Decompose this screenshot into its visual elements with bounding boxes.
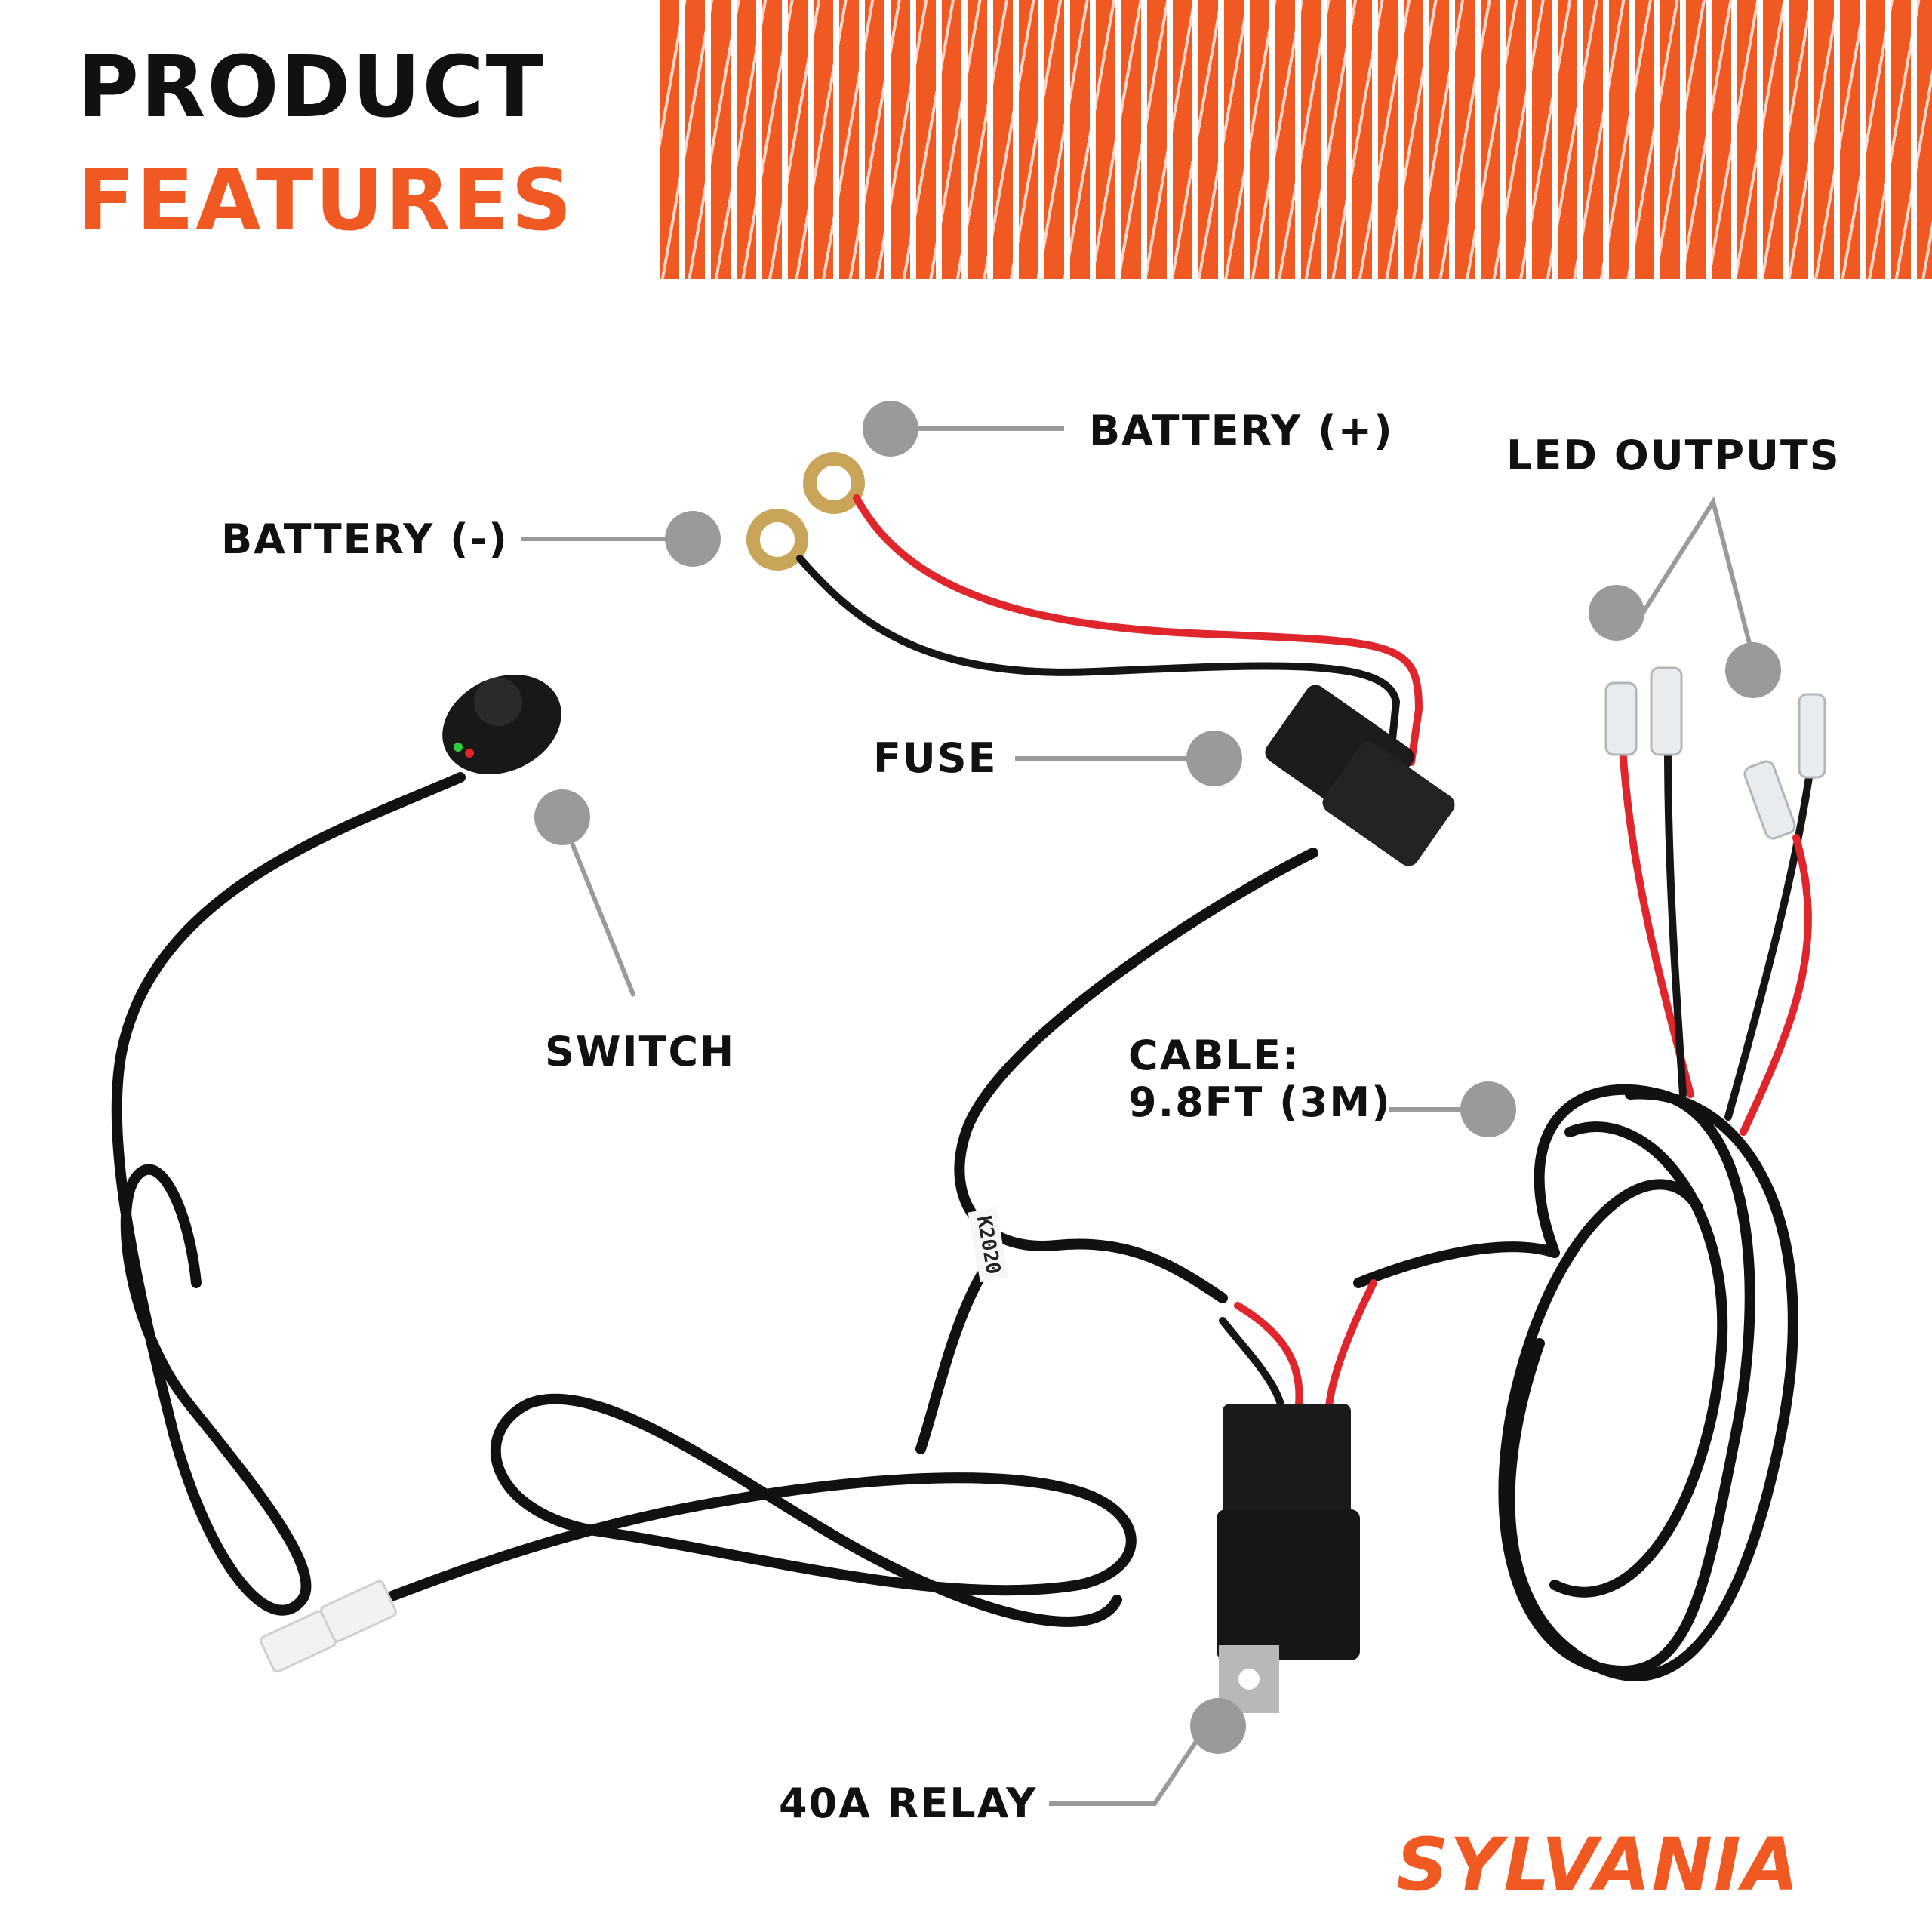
battery-negative-ring-terminal (746, 509, 808, 571)
switch-led-red (465, 749, 474, 758)
cable-label-line2: 9.8FT (3M) (1128, 1078, 1392, 1127)
cable-label: CABLE: 9.8FT (3M) (1128, 1032, 1392, 1126)
output-cable-coil-b (1504, 1088, 1798, 1681)
battery-negative-label: BATTERY (-) (221, 515, 509, 563)
relay-mounting-hole (1238, 1669, 1260, 1690)
switch-connector-female (320, 1580, 397, 1643)
led-terminal-1 (1604, 681, 1638, 756)
output-cable-coil-c (1549, 1121, 1728, 1598)
switch-led-green (454, 743, 463, 752)
battery-positive-label: BATTERY (+) (1089, 407, 1394, 454)
relay-lead-red (1234, 1302, 1303, 1415)
led-output-red-2 (1740, 834, 1812, 1136)
switch-leader (568, 836, 636, 998)
switch-cable (111, 772, 466, 1616)
battery-positive-wire (853, 494, 1423, 766)
relay-leader (1049, 1723, 1210, 1806)
relay-label: 40A RELAY (779, 1780, 1038, 1827)
led-outputs-leader (1639, 496, 1753, 650)
led-output-black-2 (1724, 758, 1815, 1121)
led-terminal-4 (1798, 693, 1826, 779)
cable-label-line1: CABLE: (1128, 1032, 1300, 1079)
headline-features: FEATURES (77, 152, 574, 250)
led-output-callout-dot-2 (1725, 642, 1781, 698)
led-terminal-2 (1650, 666, 1683, 756)
led-outputs-label: LED OUTPUTS (1506, 432, 1841, 479)
battery-negative-wire (796, 555, 1401, 743)
led-terminal-3 (1743, 760, 1796, 840)
sylvania-logo: SYLVANIA (1396, 1823, 1801, 1907)
cable-callout-dot (1460, 1081, 1516, 1137)
fuse-callout-dot (1186, 731, 1242, 786)
relay-to-output-cable (1353, 1241, 1560, 1288)
relay-callout-dot (1190, 1698, 1246, 1754)
fuse-holder-body (1322, 741, 1455, 866)
tread-pattern-overlay (660, 0, 1932, 279)
headline-product: PRODUCT (77, 38, 546, 137)
battery-positive-ring-terminal (803, 452, 865, 514)
relay-body (1217, 1509, 1360, 1660)
battery-negative-callout-dot (665, 511, 721, 567)
switch-label: SWITCH (545, 1028, 736, 1075)
switch-button (474, 678, 522, 726)
main-harness-cable (954, 848, 1318, 1303)
switch-harness-loops (266, 1393, 1137, 1651)
battery-positive-callout-dot (863, 401, 918, 457)
relay-output-red (1324, 1279, 1377, 1423)
led-output-callout-dot-1 (1589, 585, 1644, 641)
led-output-black-1 (1664, 743, 1687, 1098)
switch-callout-dot (534, 789, 590, 845)
fuse-label: FUSE (873, 734, 998, 782)
relay-top-block (1223, 1404, 1351, 1517)
relay-to-switch-cable (915, 1270, 986, 1454)
